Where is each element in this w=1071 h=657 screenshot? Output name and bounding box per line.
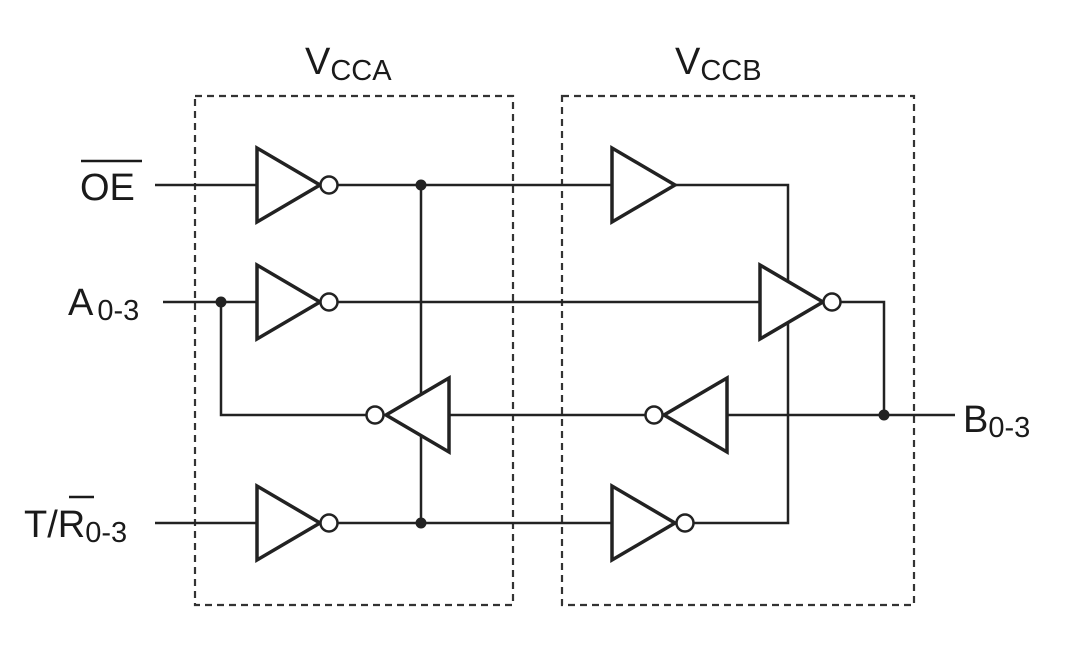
tr-inverter xyxy=(255,482,324,564)
vcca-label: VCCA xyxy=(305,41,392,87)
inverter-bubble xyxy=(644,405,664,425)
oe-inverter xyxy=(255,144,324,226)
junction-dot xyxy=(215,296,227,308)
inverter-bubble xyxy=(319,175,339,195)
oe-level-shift-buffer xyxy=(610,144,679,226)
inverter-bubble xyxy=(365,405,385,425)
oe-pin-label: OE xyxy=(80,159,142,209)
inverter-bubble xyxy=(319,292,339,312)
vcca-domain-box xyxy=(193,94,515,607)
b-drive-wire xyxy=(841,300,886,415)
junction-dot xyxy=(415,179,427,191)
inverter-bubble xyxy=(822,292,842,312)
wires xyxy=(155,183,955,525)
svg-text:T/R0-3: T/R0-3 xyxy=(24,504,127,549)
tr-level-shift-inverter xyxy=(610,482,679,564)
a-input-inverter xyxy=(255,261,324,343)
oe-control-path xyxy=(675,183,790,525)
svg-text:OE: OE xyxy=(80,167,135,209)
inverter-bubble xyxy=(319,513,339,533)
vccb-label: VCCB xyxy=(675,41,762,87)
b-output-driver xyxy=(758,261,827,343)
inverter-bubble xyxy=(675,513,695,533)
b-input-inverter xyxy=(660,374,729,456)
tr-pin-label: T/R0-3 xyxy=(24,495,127,549)
a-return-wire xyxy=(219,302,366,417)
junction-dot xyxy=(878,409,890,421)
b-pin-label: B0-3 xyxy=(963,399,1030,444)
vccb-domain-box xyxy=(560,94,916,607)
a-output-driver xyxy=(382,374,451,456)
junction-dot xyxy=(415,517,427,529)
